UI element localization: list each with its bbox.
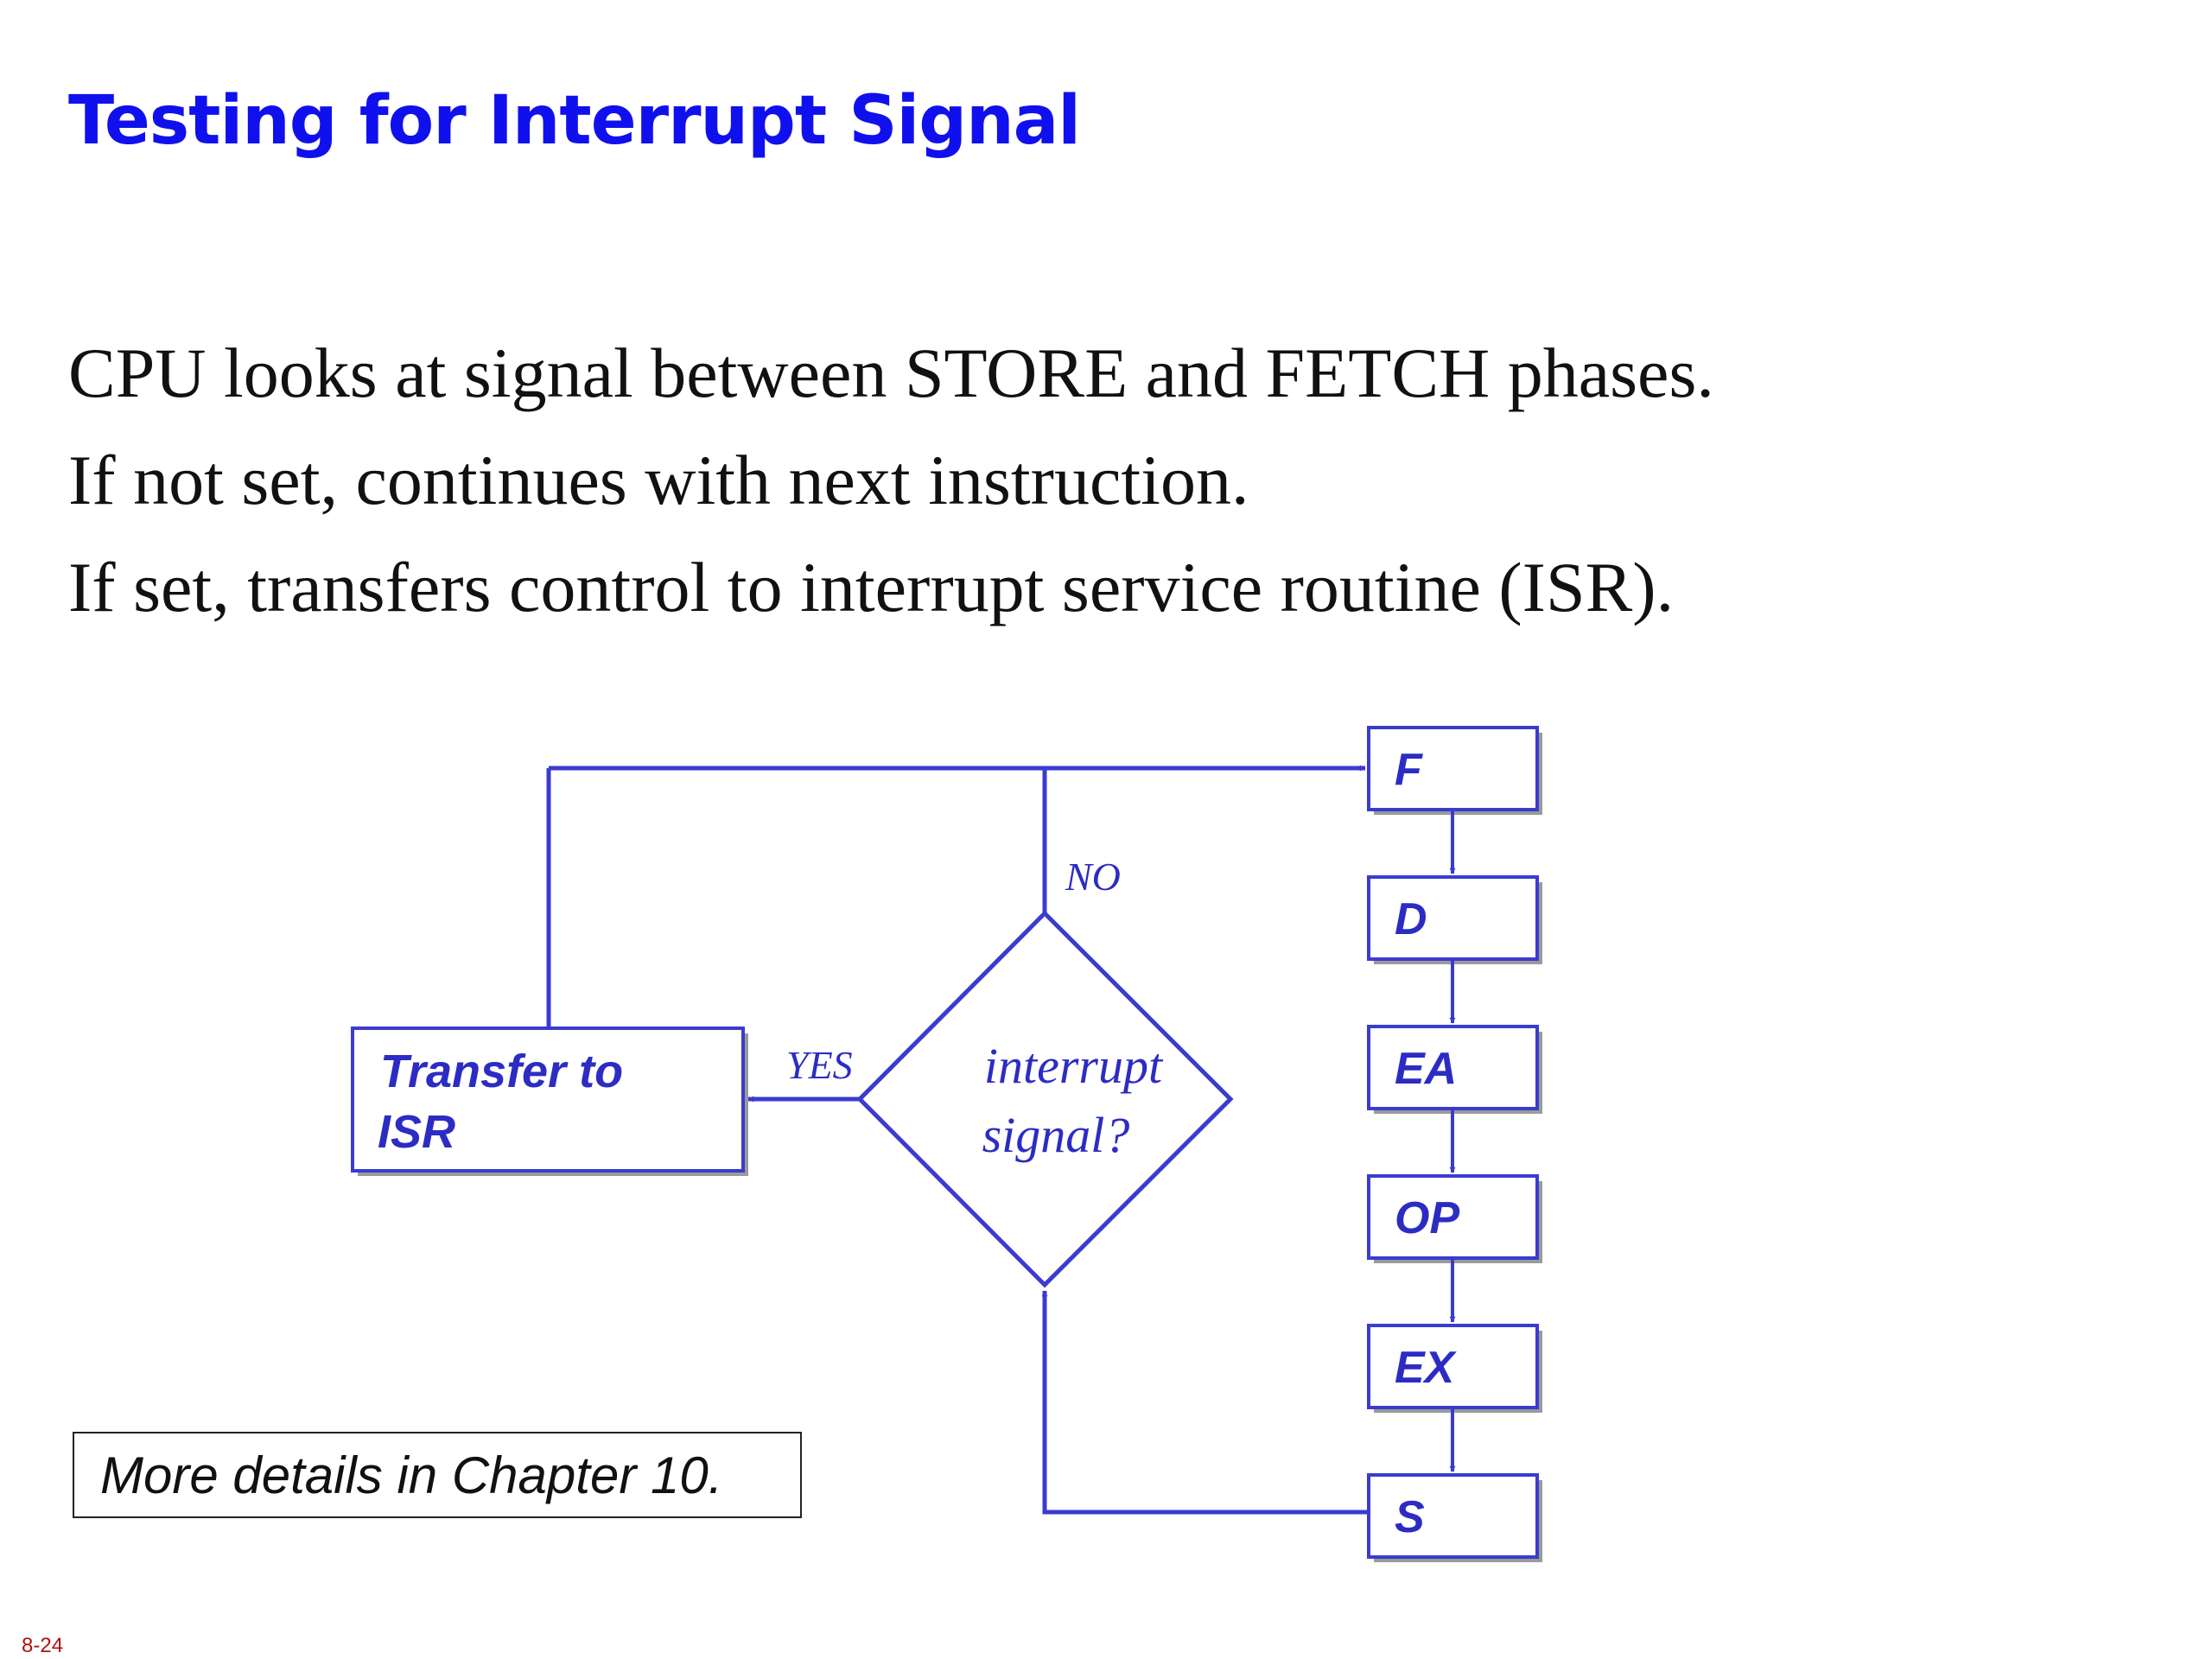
chapter-note: More details in Chapter 10. — [73, 1432, 802, 1518]
no-label: NO — [1065, 855, 1121, 899]
decision-label-line1: interrupt — [984, 1038, 1164, 1094]
decision-label-line2: signal? — [982, 1107, 1130, 1163]
isr-box: Transfer to ISR — [351, 1027, 748, 1176]
isr-label-line1: Transfer to — [380, 1046, 623, 1097]
body-line-1: CPU looks at signal between STORE and FE… — [68, 334, 1714, 412]
yes-label: YES — [786, 1043, 853, 1087]
phase-label-f: F — [1395, 745, 1423, 795]
phase-box-d: D — [1367, 875, 1542, 964]
phase-label-d: D — [1395, 894, 1427, 944]
phase-label-ea: EA — [1395, 1044, 1457, 1094]
phase-label-op: OP — [1395, 1193, 1459, 1243]
body-text: CPU looks at signal between STORE and FE… — [68, 320, 1714, 641]
slide-number: 8-24 — [22, 1634, 64, 1657]
chapter-note-text: More details in Chapter 10. — [100, 1446, 723, 1504]
phase-box-f: F — [1367, 726, 1542, 815]
arrow-s-to-decision — [1041, 1290, 1369, 1515]
decision-diamond: interrupt signal? — [856, 910, 1234, 1288]
phase-box-ex: EX — [1367, 1324, 1542, 1413]
phase-label-ex: EX — [1395, 1343, 1458, 1393]
phase-box-ea: EA — [1367, 1025, 1542, 1114]
body-line-2: If not set, continues with next instruct… — [68, 441, 1249, 519]
phase-label-s: S — [1395, 1492, 1425, 1542]
phase-box-op: OP — [1367, 1174, 1542, 1263]
isr-label-line2: ISR — [378, 1106, 455, 1158]
phase-box-s: S — [1367, 1473, 1542, 1562]
body-line-3: If set, transfers control to interrupt s… — [68, 548, 1675, 626]
slide-title: Testing for Interrupt Signal — [68, 82, 1081, 160]
